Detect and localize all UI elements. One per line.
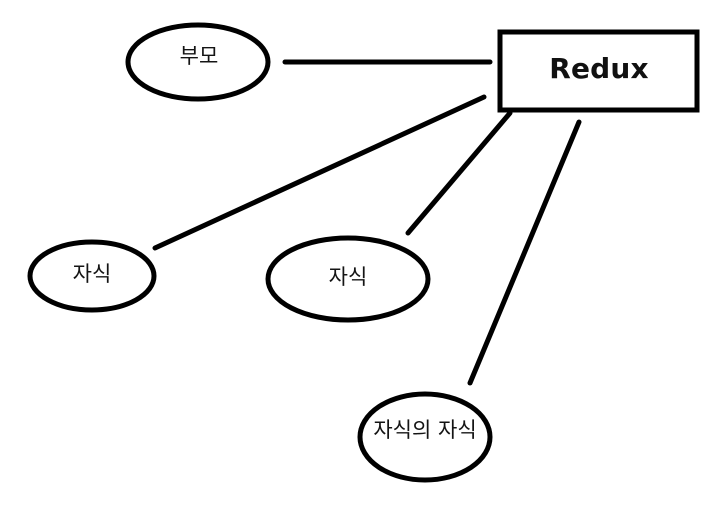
node-child-mid[interactable] bbox=[265, 235, 431, 323]
edge-grandchild-redux bbox=[467, 119, 582, 386]
node-grandchild-label: 자식의 자식 bbox=[373, 418, 477, 442]
node-grandchild[interactable] bbox=[357, 391, 493, 483]
node-child-left-label: 자식 bbox=[72, 262, 112, 286]
node-parent[interactable] bbox=[125, 22, 271, 102]
edge-child-mid-redux bbox=[405, 110, 513, 236]
node-child-left[interactable] bbox=[27, 239, 157, 313]
node-redux[interactable] bbox=[497, 29, 700, 113]
node-redux-label: Redux bbox=[549, 52, 649, 85]
edge-child-left-redux bbox=[152, 94, 487, 251]
node-child-mid-label: 자식 bbox=[328, 265, 368, 289]
node-parent-label: 부모 bbox=[179, 44, 219, 68]
